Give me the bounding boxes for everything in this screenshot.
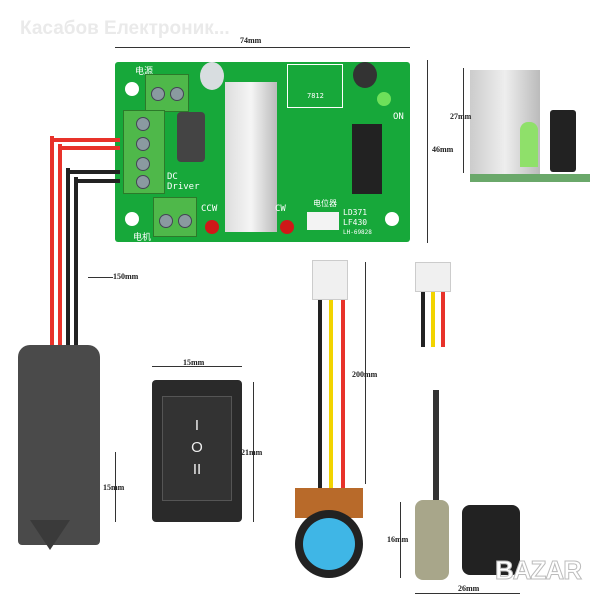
pcb-width-label: 74mm: [240, 36, 262, 45]
wire-red: [341, 300, 345, 492]
wire-red: [441, 292, 445, 347]
on-label: ON: [393, 112, 404, 122]
wire-yellow: [431, 292, 435, 347]
wire-black: [74, 179, 120, 183]
plug-height-label: 15mm: [103, 483, 125, 492]
dimension-line: [88, 277, 113, 278]
potentiometer-side: [415, 500, 449, 580]
power-label: 电源: [135, 67, 154, 77]
pot-height-label: 16mm: [387, 535, 409, 544]
potentiometer-knob: [295, 510, 363, 578]
symbol-on-2: II: [192, 461, 202, 478]
led-red: [205, 220, 219, 234]
pot-cable-length-label: 200mm: [352, 370, 378, 379]
dimension-line: [253, 382, 254, 522]
regulator-outline: [287, 64, 343, 108]
heatsink: [225, 82, 277, 232]
model-line: LF430: [343, 218, 368, 227]
pot-length-label: 26mm: [458, 584, 480, 593]
cable-length-label: 150mm: [113, 272, 139, 281]
wire-bundle: [433, 390, 439, 500]
motor-terminal: [153, 197, 197, 237]
motor-label: 电机: [133, 233, 152, 243]
side-view: [470, 62, 590, 202]
wire-red: [50, 138, 120, 142]
model-line: LD371: [343, 208, 368, 217]
wire-red: [50, 136, 54, 346]
wire-yellow: [329, 300, 333, 492]
pcb-height-label: 46mm: [432, 145, 454, 154]
wire-terminal: [123, 110, 165, 194]
bazar-logo: BAZAR: [495, 555, 583, 586]
pot-connector: [415, 262, 451, 292]
mount-hole: [385, 212, 399, 226]
potentiometer-knob-side: [462, 505, 520, 575]
ccw-label: CCW: [201, 204, 218, 214]
dimension-line: [427, 60, 428, 243]
wire-black: [318, 300, 322, 492]
cw-label: CW: [275, 204, 286, 214]
mount-hole: [125, 212, 139, 226]
switch-height-label: 21mm: [241, 448, 263, 457]
pot-label: 电位器: [313, 199, 337, 208]
wire-red: [58, 146, 120, 150]
power-terminal: [145, 74, 189, 112]
dimension-line: [115, 47, 410, 48]
wire-black: [421, 292, 425, 347]
led-green: [377, 92, 391, 106]
mount-hole: [125, 82, 139, 96]
dimension-line: [415, 593, 520, 594]
symbol-on: I: [194, 417, 200, 434]
wire-black: [66, 170, 120, 174]
inline-switch-housing: [18, 345, 100, 545]
wire-black: [66, 168, 70, 346]
watermark: Касабов Електроник...: [20, 18, 230, 39]
dimension-line: [152, 366, 242, 367]
dimension-line: [463, 68, 464, 173]
dimension-line: [115, 452, 116, 522]
ic-chip: [352, 124, 382, 194]
capacitor: [200, 62, 224, 90]
capacitor: [353, 62, 377, 88]
driver-label: DC Driver: [167, 172, 200, 192]
regulator-label: 7812: [307, 92, 324, 100]
dimension-line: [400, 502, 401, 578]
led-red: [280, 220, 294, 234]
wire-black: [74, 177, 78, 346]
wire-red: [58, 144, 62, 346]
pot-connector: [307, 212, 339, 230]
pcb-board: 电源 电机 DC Driver CCW CW 7812 ON 电位器 LD371…: [115, 62, 410, 243]
pot-connector: [312, 260, 348, 300]
switch-width-label: 15mm: [183, 358, 205, 367]
symbol-off: O: [191, 439, 203, 456]
rocker-switch: I O II: [152, 380, 242, 522]
side-height-label: 27mm: [450, 112, 472, 121]
diode: [177, 112, 205, 162]
dimension-line: [365, 262, 366, 484]
model-line: LH-69828: [343, 229, 372, 236]
